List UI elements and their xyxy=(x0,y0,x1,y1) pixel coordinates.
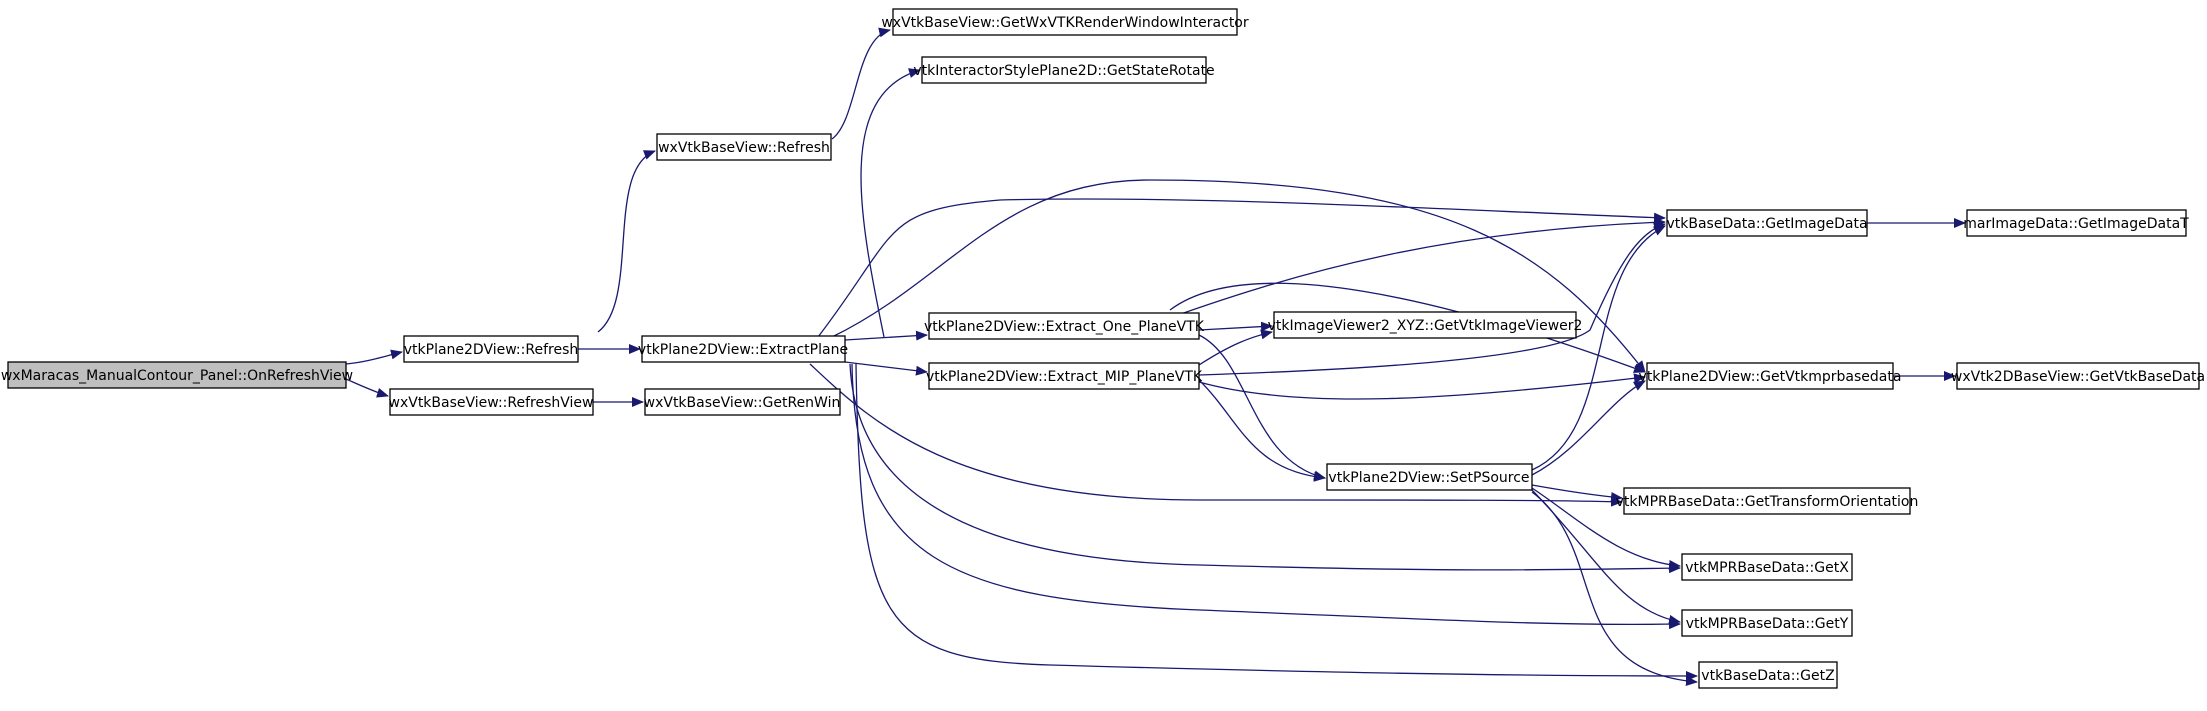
edge-extractplane-to-gettransform xyxy=(809,363,1623,507)
edge-extract-mip-to-setpsource xyxy=(1198,379,1326,482)
svg-text:vtkPlane2DView::ExtractPlane: vtkPlane2DView::ExtractPlane xyxy=(638,342,848,358)
edge-extract-one-to-getvtkmprbasedata xyxy=(1169,282,1646,373)
node-getz[interactable]: vtkBaseData::GetZ xyxy=(1698,661,1838,689)
node-extractplane[interactable]: vtkPlane2DView::ExtractPlane xyxy=(638,335,848,363)
node-gettransform[interactable]: vtkMPRBaseData::GetTransformOrientation xyxy=(1616,487,1919,515)
svg-text:vtkPlane2DView::GetVtkmprbased: vtkPlane2DView::GetVtkmprbasedata xyxy=(1639,369,1902,385)
node-getrenwin[interactable]: wxVtkBaseView::GetRenWin xyxy=(644,388,841,416)
svg-text:vtkPlane2DView::Extract_One_Pl: vtkPlane2DView::Extract_One_PlaneVTK xyxy=(924,319,1205,335)
node-extract-mip[interactable]: vtkPlane2DView::Extract_MIP_PlaneVTK xyxy=(926,362,1203,390)
edge-setpsource-to-getz xyxy=(1531,491,1698,687)
edge-extractplane-to-extract-one xyxy=(844,330,928,341)
svg-text:marImageData::GetImageDataT: marImageData::GetImageDataT xyxy=(1963,216,2189,232)
node-getvtkbasedata[interactable]: wxVtk2DBaseView::GetVtkBaseData xyxy=(1951,362,2205,390)
edge-extractplane-to-extract-mip xyxy=(844,361,928,376)
svg-text:vtkPlane2DView::Extract_MIP_Pl: vtkPlane2DView::Extract_MIP_PlaneVTK xyxy=(926,369,1203,385)
node-getimageviewer2[interactable]: vtkImageViewer2_XYZ::GetVtkImageViewer2 xyxy=(1268,311,1583,339)
edge-extract-mip-to-getimageviewer2 xyxy=(1198,329,1273,366)
node-gety[interactable]: vtkMPRBaseData::GetY xyxy=(1681,609,1853,637)
edge-extractplane-to-getvtkmprbasedata xyxy=(831,179,1646,373)
edge-setpsource-to-getimagedata xyxy=(1531,225,1666,471)
node-getimagedatat[interactable]: marImageData::GetImageDataT xyxy=(1963,209,2189,237)
edge-extract-one-to-setpsource xyxy=(1198,334,1326,481)
edge-extractplane-to-getimagedata xyxy=(817,198,1666,338)
svg-text:vtkPlane2DView::Refresh: vtkPlane2DView::Refresh xyxy=(404,342,578,358)
svg-text:wxVtkBaseView::RefreshView: wxVtkBaseView::RefreshView xyxy=(389,395,594,411)
edge-root-to-base-refreshview xyxy=(345,378,389,398)
svg-text:vtkBaseData::GetZ: vtkBaseData::GetZ xyxy=(1701,668,1834,684)
edge-root-to-plane-refresh xyxy=(345,349,403,365)
node-extract-one[interactable]: vtkPlane2DView::Extract_One_PlaneVTK xyxy=(924,312,1205,340)
node-base-refreshview[interactable]: wxVtkBaseView::RefreshView xyxy=(389,388,594,416)
svg-text:vtkPlane2DView::SetPSource: vtkPlane2DView::SetPSource xyxy=(1328,470,1529,486)
edge-setpsource-to-getx xyxy=(1531,487,1681,570)
svg-text:vtkImageViewer2_XYZ::GetVtkIma: vtkImageViewer2_XYZ::GetVtkImageViewer2 xyxy=(1268,318,1583,334)
svg-text:wxVtkBaseView::Refresh: wxVtkBaseView::Refresh xyxy=(658,140,830,156)
node-getimagedata[interactable]: vtkBaseData::GetImageData xyxy=(1666,209,1868,237)
edge-base-refresh-to-getwxvtkrwi xyxy=(831,27,891,140)
edge-extractplane-to-getz xyxy=(855,363,1698,681)
edge-extract-one-to-getimageviewer2 xyxy=(1198,321,1273,332)
edge-extract-one-to-getimagedata xyxy=(1149,217,1666,326)
edge-extractplane-to-gety xyxy=(851,363,1681,630)
svg-text:vtkMPRBaseData::GetY: vtkMPRBaseData::GetY xyxy=(1686,616,1849,632)
node-base-refresh[interactable]: wxVtkBaseView::Refresh xyxy=(656,133,832,161)
svg-text:vtkMPRBaseData::GetX: vtkMPRBaseData::GetX xyxy=(1685,560,1849,576)
edge-plane-refresh-to-base-refresh xyxy=(597,150,656,333)
edge-extractplane-to-getstaterotate xyxy=(860,68,921,338)
edge-extract-mip-to-getvtkmprbasedata xyxy=(1198,373,1646,400)
edge-extract-mip-to-getimagedata xyxy=(1198,222,1666,376)
node-root[interactable]: wxMaracas_ManualContour_Panel::OnRefresh… xyxy=(1,361,353,389)
svg-text:wxVtkBaseView::GetWxVTKRenderW: wxVtkBaseView::GetWxVTKRenderWindowInter… xyxy=(881,15,1249,31)
svg-text:vtkBaseData::GetImageData: vtkBaseData::GetImageData xyxy=(1666,216,1867,232)
node-getwxvtkrwi[interactable]: wxVtkBaseView::GetWxVTKRenderWindowInter… xyxy=(881,8,1249,36)
svg-text:vtkMPRBaseData::GetTransformOr: vtkMPRBaseData::GetTransformOrientation xyxy=(1616,494,1919,510)
svg-text:wxMaracas_ManualContour_Panel:: wxMaracas_ManualContour_Panel::OnRefresh… xyxy=(1,368,353,384)
node-plane-refresh[interactable]: vtkPlane2DView::Refresh xyxy=(403,335,579,363)
svg-text:wxVtk2DBaseView::GetVtkBaseDat: wxVtk2DBaseView::GetVtkBaseData xyxy=(1951,369,2205,385)
node-setpsource[interactable]: vtkPlane2DView::SetPSource xyxy=(1326,463,1533,491)
edge-setpsource-to-getvtkmprbasedata xyxy=(1531,380,1646,476)
edge-setpsource-to-gettransform xyxy=(1531,484,1623,502)
node-getx[interactable]: vtkMPRBaseData::GetX xyxy=(1681,553,1853,581)
node-getstaterotate[interactable]: vtkInteractorStylePlane2D::GetStateRotat… xyxy=(913,56,1215,84)
svg-text:vtkInteractorStylePlane2D::Get: vtkInteractorStylePlane2D::GetStateRotat… xyxy=(913,63,1214,79)
edge-extractplane-to-getx xyxy=(849,363,1681,574)
node-getvtkmprbasedata[interactable]: vtkPlane2DView::GetVtkmprbasedata xyxy=(1639,362,1902,390)
svg-text:wxVtkBaseView::GetRenWin: wxVtkBaseView::GetRenWin xyxy=(644,395,841,411)
